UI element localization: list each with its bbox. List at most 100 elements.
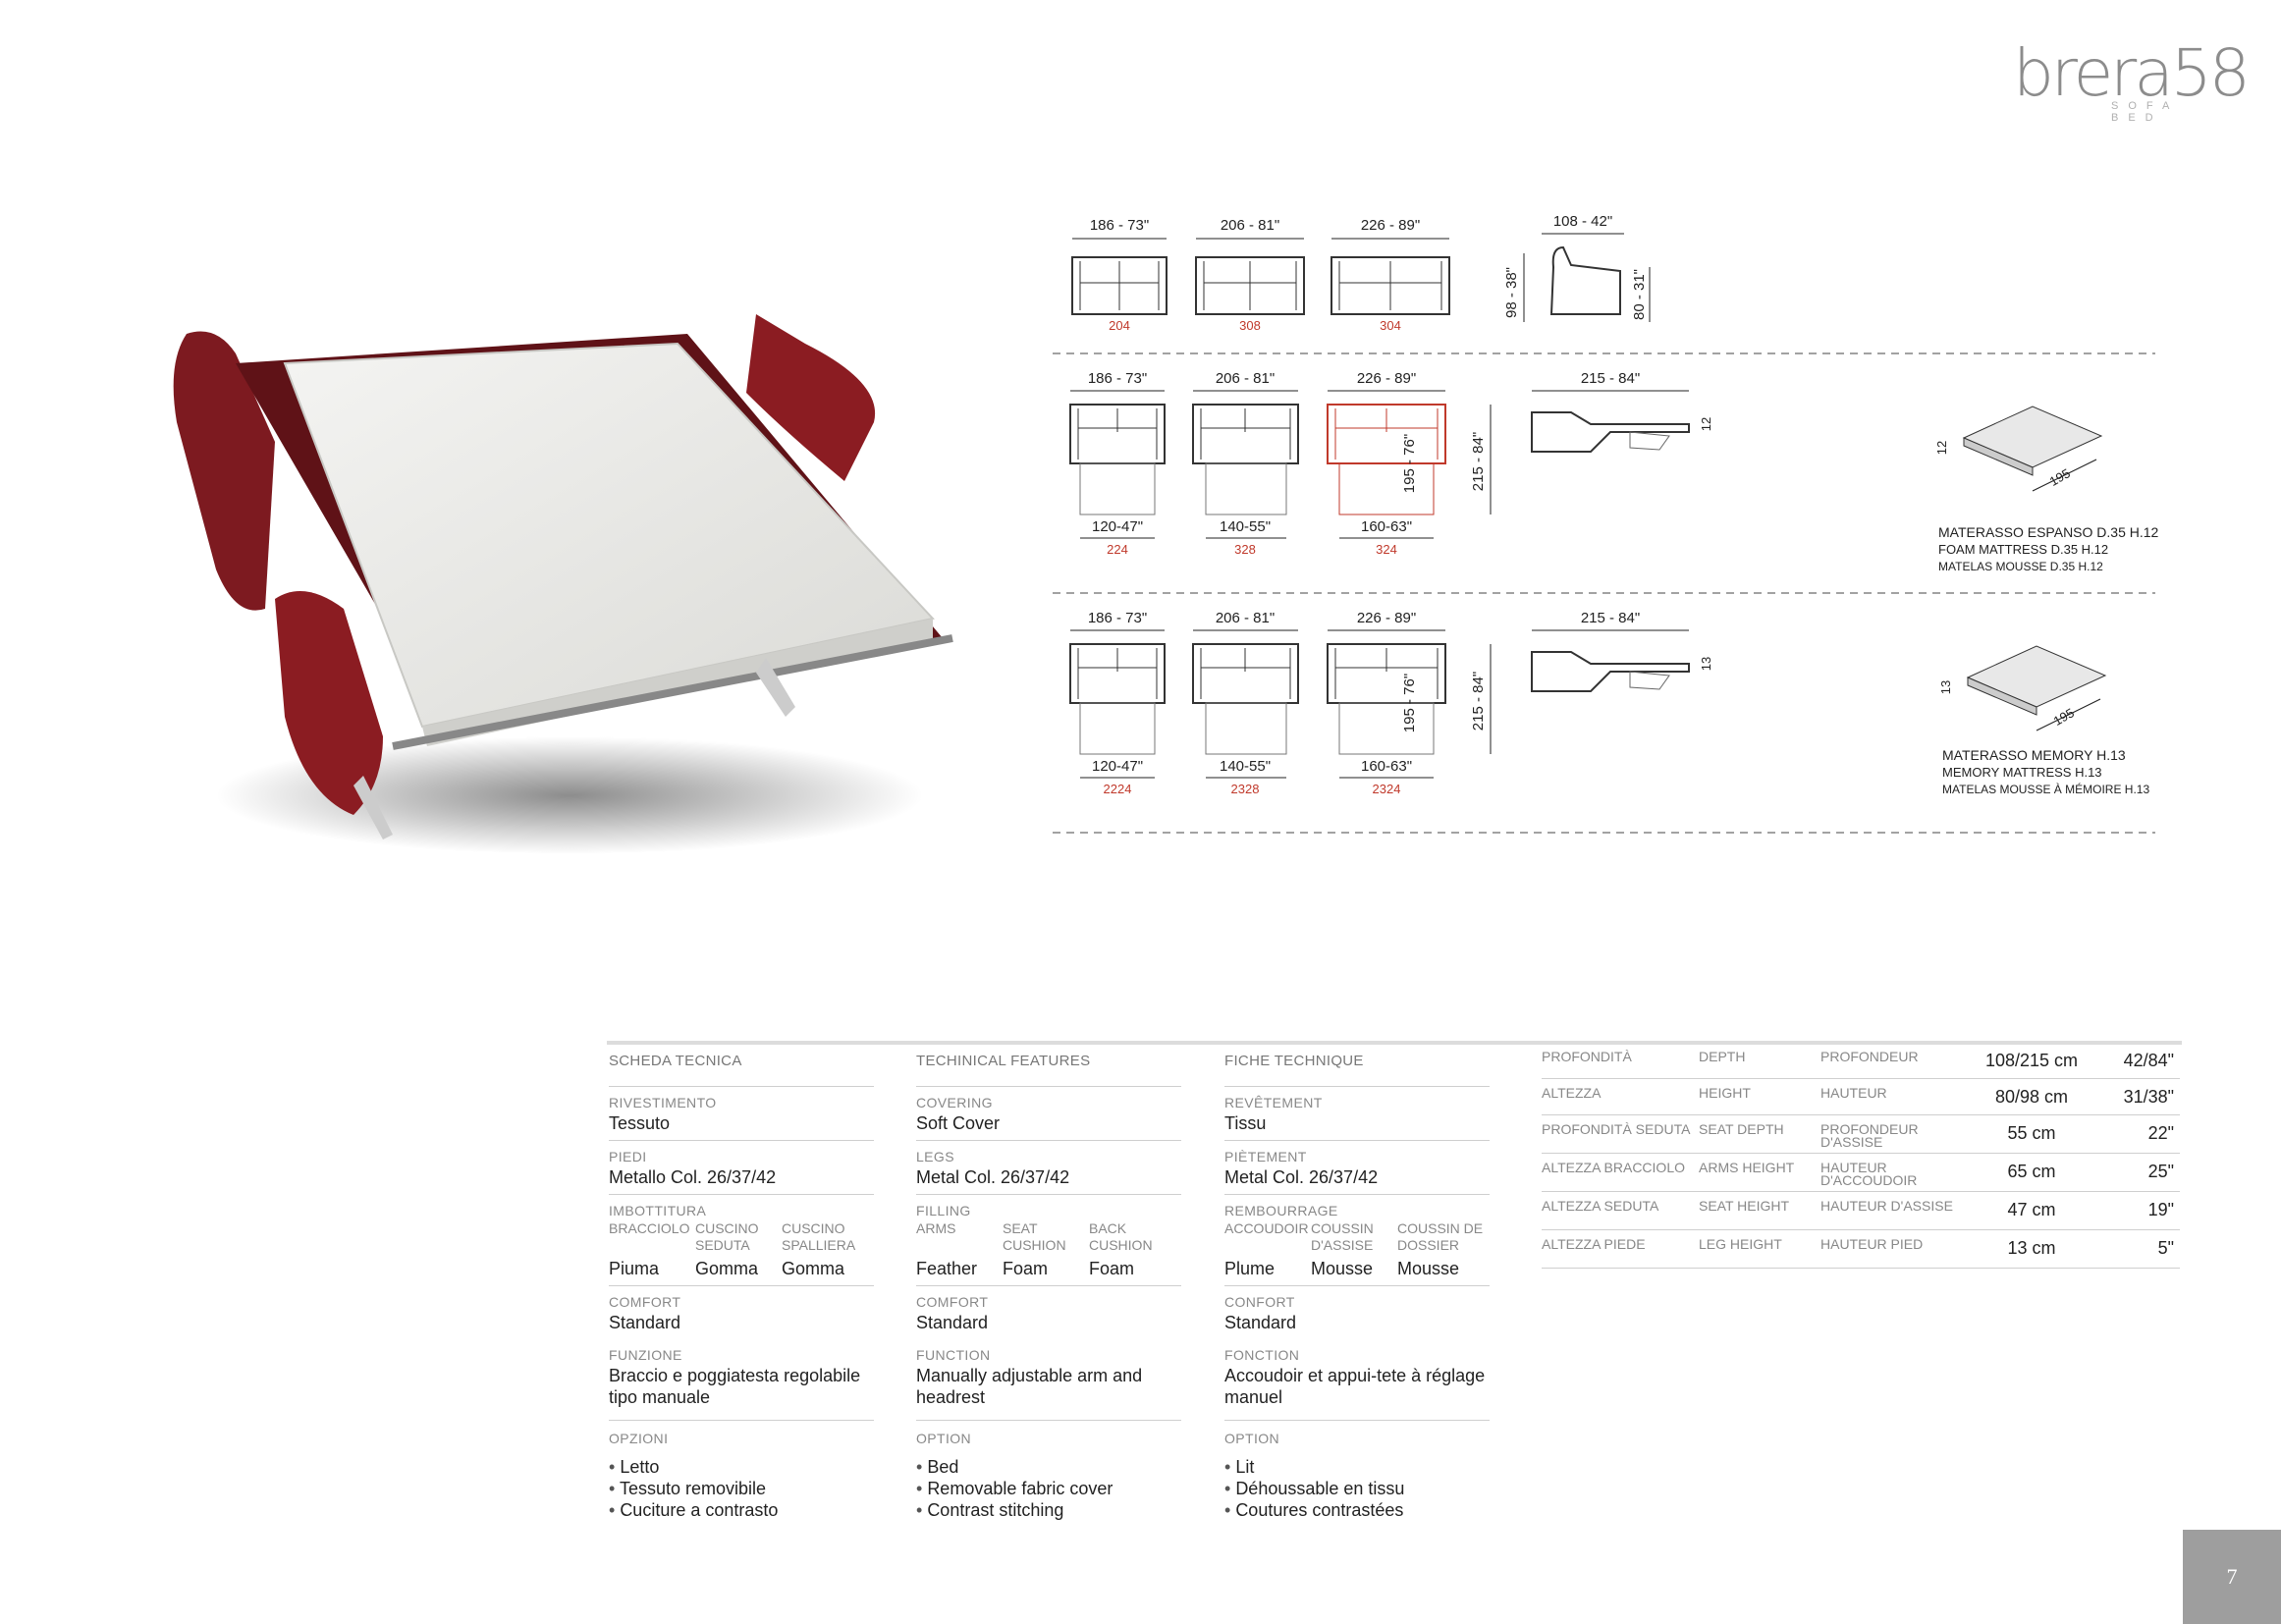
row3-code-1: 2224 bbox=[1104, 782, 1132, 796]
filling-val-3: Mousse bbox=[1397, 1259, 1460, 1278]
dimension-row: ALTEZZA SEDUTA SEAT HEIGHT HAUTEUR D'ASSIS… bbox=[1542, 1192, 2180, 1230]
row3-bed-width-1: 120-47" bbox=[1092, 758, 1143, 775]
dim-label-en: DEPTH bbox=[1699, 1049, 1746, 1064]
row2-mattress-it: MATERASSO ESPANSO D.35 H.12 bbox=[1938, 524, 2159, 540]
legs-value: Metal Col. 26/37/42 bbox=[916, 1167, 1070, 1187]
dim-value-in: 42/84" bbox=[2123, 1051, 2174, 1070]
option-item: Contrast stitching bbox=[916, 1499, 1181, 1521]
row2-thickness: 12 bbox=[1699, 417, 1713, 431]
spec-header-it: SCHEDA TECNICA bbox=[609, 1051, 874, 1087]
row3-code-2: 2328 bbox=[1231, 782, 1260, 796]
filling-val-2: Mousse bbox=[1311, 1259, 1374, 1278]
dim-label-it: PROFONDITÀ bbox=[1542, 1049, 1632, 1064]
row2-bed-width-3: 160-63" bbox=[1361, 518, 1412, 535]
option-item: Lit bbox=[1224, 1456, 1490, 1478]
comfort-label: CONFORT bbox=[1224, 1294, 1295, 1310]
row3-bed-width-2: 140-55" bbox=[1220, 758, 1271, 775]
option-item: Letto bbox=[609, 1456, 874, 1478]
row1-code-1: 204 bbox=[1109, 318, 1130, 333]
filling-sub-3: BACK CUSHION bbox=[1089, 1220, 1153, 1253]
row2-bed-width-1: 120-47" bbox=[1092, 518, 1143, 535]
filling-sub-1: ACCOUDOIR bbox=[1224, 1220, 1309, 1236]
row3-width-3: 226 - 89" bbox=[1357, 610, 1416, 626]
dim-label-en: SEAT HEIGHT bbox=[1699, 1198, 1790, 1214]
legs-value: Metal Col. 26/37/42 bbox=[1224, 1167, 1379, 1187]
option-label: OPTION bbox=[916, 1431, 972, 1446]
dim-label-en: HEIGHT bbox=[1699, 1085, 1751, 1101]
row3-width-1: 186 - 73" bbox=[1088, 610, 1147, 626]
option-label: OPTION bbox=[1224, 1431, 1280, 1446]
row3-side-open: 215 - 84" bbox=[1581, 610, 1640, 626]
dim-label-fr: HAUTEUR PIED bbox=[1820, 1236, 1924, 1252]
row2-code-1: 224 bbox=[1107, 542, 1128, 557]
dim-value-cm: 47 cm bbox=[2007, 1200, 2056, 1219]
row2-bed-width-2: 140-55" bbox=[1220, 518, 1271, 535]
option-label: OPZIONI bbox=[609, 1431, 669, 1446]
filling-label: FILLING bbox=[916, 1203, 971, 1218]
row1-code-2: 308 bbox=[1239, 318, 1261, 333]
row2-code-2: 328 bbox=[1234, 542, 1256, 557]
function-label: FUNZIONE bbox=[609, 1347, 682, 1363]
dim-value-cm: 55 cm bbox=[2007, 1123, 2056, 1143]
dim-value-cm: 65 cm bbox=[2007, 1162, 2056, 1181]
dim-value-in: 5" bbox=[2157, 1238, 2174, 1258]
row3-open-length: 215 - 84" bbox=[1470, 672, 1487, 731]
filling-sub-3: COUSSIN DE DOSSIER bbox=[1397, 1220, 1484, 1253]
row2-width-2: 206 - 81" bbox=[1216, 370, 1275, 387]
legs-label: PIÈTEMENT bbox=[1224, 1149, 1307, 1164]
dim-value-in: 31/38" bbox=[2123, 1087, 2174, 1107]
function-value: Manually adjustable arm and headrest bbox=[916, 1366, 1143, 1407]
row1-code-3: 304 bbox=[1380, 318, 1401, 333]
legs-value: Metallo Col. 26/37/42 bbox=[609, 1167, 777, 1187]
spec-header-en: TECHINICAL FEATURES bbox=[916, 1051, 1181, 1087]
spec-header-fr: FICHE TECHNIQUE bbox=[1224, 1051, 1490, 1087]
dim-label-it: ALTEZZA BRACCIOLO bbox=[1542, 1160, 1685, 1175]
filling-label: IMBOTTITURA bbox=[609, 1203, 707, 1218]
dim-value-in: 22" bbox=[2147, 1123, 2174, 1143]
dim-label-fr: HAUTEUR D'ASSISE bbox=[1820, 1198, 1953, 1214]
filling-label: REMBOURRAGE bbox=[1224, 1203, 1338, 1218]
row1-width-2: 206 - 81" bbox=[1221, 217, 1279, 234]
legs-label: LEGS bbox=[916, 1149, 954, 1164]
filling-val-2: Gomma bbox=[695, 1259, 759, 1278]
filling-sub-2: CUSCINO SEDUTA bbox=[695, 1220, 759, 1253]
dim-label-fr: HAUTEUR D'ACCOUDOIR bbox=[1820, 1160, 1918, 1188]
brand-logo: brera58 SOFA BED bbox=[2013, 35, 2251, 128]
dim-label-it: ALTEZZA bbox=[1542, 1085, 1602, 1101]
dim-label-it: ALTEZZA SEDUTA bbox=[1542, 1198, 1659, 1214]
row3-mattress-thickness: 13 bbox=[1938, 680, 1953, 694]
row2-open-length: 215 - 84" bbox=[1470, 432, 1487, 491]
filling-sub-2: SEAT CUSHION bbox=[1003, 1220, 1066, 1253]
technical-drawings: 186 - 73" 204 206 - 81" 308 226 - 89" 30… bbox=[1053, 213, 2159, 834]
row3-width-2: 206 - 81" bbox=[1216, 610, 1275, 626]
filling-val-1: Piuma bbox=[609, 1259, 660, 1278]
comfort-label: COMFORT bbox=[609, 1294, 681, 1310]
row3-bed-width-3: 160-63" bbox=[1361, 758, 1412, 775]
specs-top-rule bbox=[607, 1041, 2182, 1045]
function-value: Accoudoir et appui-tete à réglage manuel bbox=[1224, 1366, 1486, 1407]
dim-label-fr: PROFONDEUR D'ASSISE bbox=[1820, 1121, 1919, 1150]
row2-beds: 186 - 73" 120-47" 224 206 - 81" 140-55" … bbox=[1069, 370, 2159, 573]
row2-mattress-en: FOAM MATTRESS D.35 H.12 bbox=[1938, 542, 2108, 557]
dim-value-cm: 108/215 cm bbox=[1984, 1051, 2079, 1070]
brand-name: brera58 bbox=[2013, 35, 2251, 111]
covering-label: RIVESTIMENTO bbox=[609, 1095, 717, 1110]
row2-bed-length: 195 - 76" bbox=[1401, 434, 1418, 493]
row2-code-3: 324 bbox=[1376, 542, 1397, 557]
function-label: FONCTION bbox=[1224, 1347, 1300, 1363]
filling-sub-3: CUSCINO SPALLIERA bbox=[782, 1220, 856, 1253]
filling-val-3: Foam bbox=[1089, 1259, 1135, 1278]
row1-sofas: 186 - 73" 204 206 - 81" 308 226 - 89" 30… bbox=[1071, 213, 1651, 333]
dim-value-in: 25" bbox=[2147, 1162, 2174, 1181]
filling-sub-2: COUSSIN D'ASSISE bbox=[1311, 1220, 1374, 1253]
row1-width-1: 186 - 73" bbox=[1090, 217, 1149, 234]
row2-mattress-thickness: 12 bbox=[1934, 441, 1949, 455]
option-item: Cuciture a contrasto bbox=[609, 1499, 874, 1521]
row3-mattress-it: MATERASSO MEMORY H.13 bbox=[1942, 747, 2126, 763]
